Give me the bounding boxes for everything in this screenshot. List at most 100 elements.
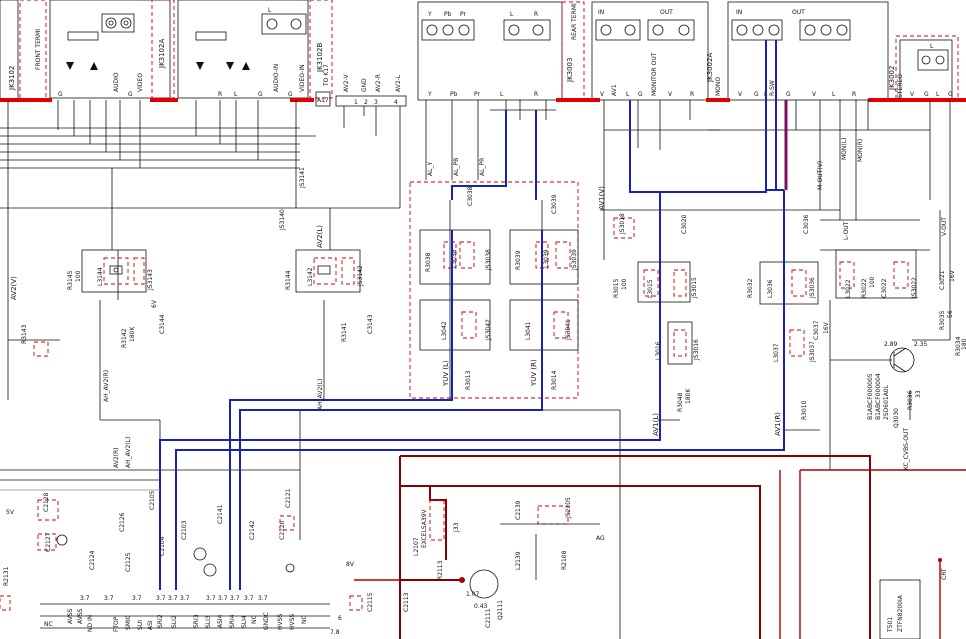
l2107-part: EXCELSA39V [421, 509, 428, 548]
c2121-label: C2121 [285, 488, 292, 508]
yuv-l-signal: YUV (L) [442, 360, 450, 387]
ic-pin-asi: ASI [147, 620, 154, 630]
jk3003-top-y: Y [427, 11, 432, 18]
k17-num-2: 2 [364, 99, 368, 106]
connector-jk3102: JK3102 FRONT TERMI [0, 0, 47, 101]
c3038-label: C3038 [467, 186, 474, 206]
jk3002a-pin-l: L [626, 91, 630, 98]
c3143-label: C3143 [367, 314, 374, 334]
ic-pin-smi0: SMI0 [125, 615, 132, 630]
c2124-label: C2124 [89, 550, 96, 570]
r3145-label: R3145 [67, 270, 74, 290]
kc-cvbs-signal: KC_CVBS-OUT [903, 428, 910, 470]
r2113-label: R2113 [437, 560, 444, 580]
jk3002a-out-label: OUT [660, 9, 673, 16]
ic-pin-sri3: SRI3 [193, 614, 200, 628]
r3013-label: R3013 [465, 370, 472, 390]
k17-pin-av2v: AV2-V [343, 74, 350, 92]
c3037-label: C3037 [813, 320, 820, 340]
js3038-label: JS3038 [485, 249, 492, 271]
connector-jk3102a: JK3102A G AUDIO G VIDEO [49, 0, 175, 99]
r3144-label: R3144 [285, 270, 292, 290]
connector-jk3003: JK3003 REAR TERMI Y Pb Pr L R Y Pb Pr L … [417, 1, 585, 101]
crt-label: CRT [941, 568, 948, 580]
v-out-signal: V-OUT [941, 217, 948, 236]
v78-value: 7.8 [330, 629, 340, 636]
right-jack-g: G [754, 91, 759, 98]
js3141-label: JS3141 [299, 167, 306, 189]
l3042-label: L3042 [441, 321, 448, 340]
r2131-label: R2131 [3, 566, 10, 586]
ic-v-11: 3.7 [258, 595, 268, 602]
l3022-label: L3022 [845, 279, 852, 298]
jk3002-pin-g: G [924, 91, 929, 98]
5v-label: 5V [6, 509, 15, 516]
r3039-label: R3039 [515, 250, 522, 270]
av1v-signal: AV1(V) [598, 186, 606, 210]
k17-pin-av2r: AV2-R [375, 74, 382, 92]
c2141-label: C2141 [217, 504, 224, 524]
connector-jk3102b: JK3102B L R L G AUDIO-IN G VIDEO-IN [177, 0, 333, 99]
r3035-value: 56 [947, 310, 954, 318]
ic-pin-sli4: SLI4 [241, 615, 248, 628]
r3038-label: R3038 [425, 252, 432, 272]
c2111-label: C2111 [485, 608, 492, 628]
l3037-label: L3037 [773, 343, 780, 362]
js2105-label: JS2105 [565, 497, 572, 519]
connector-jk3002a: JK3002A MONO IN OUT V AV1 L G MONITOR OU… [591, 1, 722, 101]
jk3003-pin-pr: Pr [474, 91, 481, 98]
block-av1: AV1(V) JS3018 C3020 R3015 100 L3015 JS30… [598, 138, 966, 470]
js3042-label: JS3042 [485, 319, 492, 341]
js3037-label: JS3037 [809, 341, 816, 363]
jk3003-top-pr: Pr [460, 11, 467, 18]
al-pr-signal: AL_PR [479, 158, 486, 176]
v6-value: 6 [338, 615, 342, 622]
jk3102a-label: JK3102A [158, 39, 166, 69]
av2l-signal-2: AH_AV2(L) [125, 437, 132, 468]
t501-label: T501 [887, 617, 894, 633]
r3141-label: R3141 [341, 322, 348, 342]
r3022-label: R3022 [861, 278, 868, 298]
ic-v-9: 3.7 [230, 595, 240, 602]
jk3102a-pin-audio: AUDIO [113, 72, 120, 92]
front-term-label: FRONT TERMI [35, 29, 42, 70]
ic-pin-avss1: AVSS [67, 608, 74, 624]
ic-pin-nc: NC [44, 621, 53, 628]
right-jack-v: V [738, 91, 743, 98]
c2115-label: C2115 [367, 592, 374, 612]
c2127-label: C2127 [45, 532, 52, 552]
v235-value: 2.35 [914, 341, 928, 348]
r2108-label: R2108 [561, 550, 568, 570]
j33-label: J33 [453, 522, 460, 533]
m-out-v-signal: M-OUT(V) [817, 161, 824, 190]
jk3002a-pin-r: R [690, 91, 694, 98]
r3145-value: 100 [75, 270, 82, 282]
l3036-label: L3036 [767, 279, 774, 298]
jk3002-label: JK3002 [888, 66, 896, 91]
ic-area: C2128 C2127 C2124 C2125 C2126 C2105 C210… [0, 488, 330, 632]
js3016-label: JS3016 [693, 339, 700, 361]
connector-right-jacks: IN OUT V G L R-SW G V L R [727, 1, 889, 101]
right-jack-in: IN [736, 9, 742, 16]
power-section: L2107 EXCELSA39V J33 R2113 1.07 0.43 Q21… [330, 497, 948, 639]
ic-v-1: 3.7 [80, 595, 90, 602]
right-jack-out: OUT [792, 9, 805, 16]
js3018-label: JS3018 [619, 213, 626, 235]
jk3003-pin-l: L [500, 91, 504, 98]
jk3003-pin-y: Y [427, 91, 432, 98]
jk3102a-pin-video: VIDEO [137, 73, 144, 92]
ic-pin-ftop: FTOP [113, 616, 120, 632]
c3022-label: C3022 [881, 278, 888, 298]
c3039-label: C3039 [551, 194, 558, 214]
r3142-value: 180K [129, 326, 136, 342]
c2104-label: C2104 [159, 536, 166, 556]
l3041-label: L3041 [525, 321, 532, 340]
jk3003-top-r: R [534, 11, 538, 18]
jk3102b-pin-audio-in: AUDIO-IN [273, 64, 280, 92]
k17-num-1: 1 [354, 99, 358, 106]
jk3002a-pin-g: G [638, 91, 643, 98]
jk3002a-pin-av1: AV1 [611, 84, 618, 96]
jk3102b-pin-r: R [218, 91, 222, 98]
js3022-label: JS3022 [911, 277, 918, 299]
block-av2v: R3145 100 L3144 JS3143 R3142 180K C3144 … [8, 249, 166, 357]
